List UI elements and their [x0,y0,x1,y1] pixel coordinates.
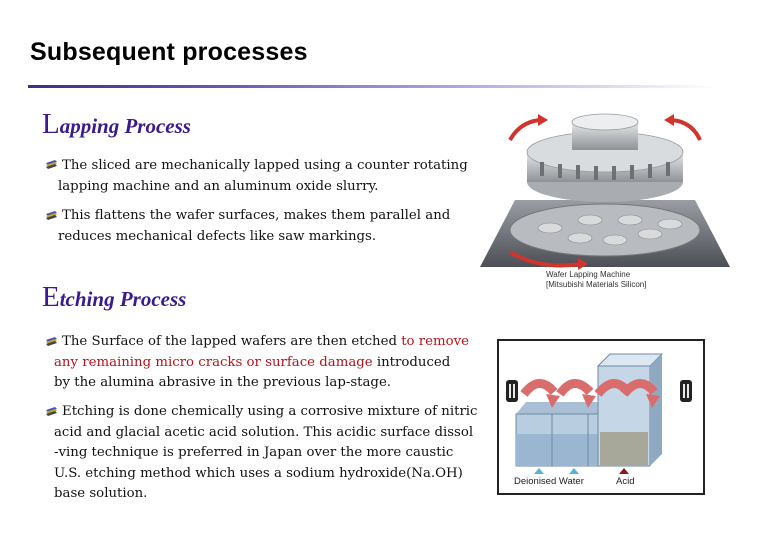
etching-bullet-2: Etching is done chemically using a corro… [54,404,478,501]
lapping-bullet-2: This flattens the wafer surfaces, makes … [58,208,451,244]
bullet-pen-icon [46,337,57,346]
lapping-heading: Lapping Process [42,108,191,140]
title-underline [28,85,718,88]
lapping-bullet-1: The sliced are mechanically lapped using… [58,158,468,194]
bullet-pen-icon [46,160,57,169]
wafer-lapping-machine-figure [480,113,730,270]
deionised-water-label: Deionised Water [514,476,584,487]
etching-tanks-figure [494,336,706,496]
lapping-figure-caption: Wafer Lapping Machine [Mitsubishi Materi… [546,270,647,289]
etching-heading: Etching Process [42,281,187,313]
bullet-pen-icon [46,211,57,220]
etching-bullet-1: The Surface of the lapped wafers are the… [54,334,469,390]
acid-label: Acid [616,476,635,487]
page-title: Subsequent processes [30,38,308,66]
bullet-pen-icon [46,407,57,416]
